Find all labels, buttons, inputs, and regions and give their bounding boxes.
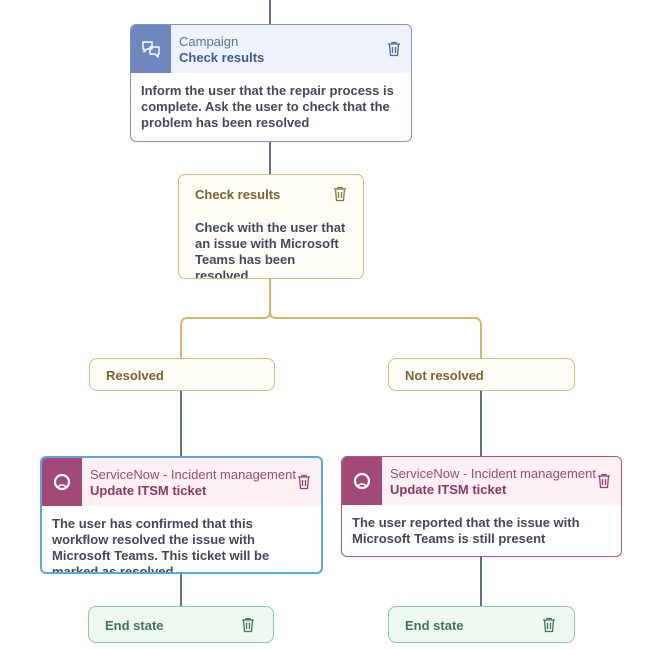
- campaign-title: Check results: [179, 50, 265, 65]
- campaign-type-label: Campaign: [179, 34, 239, 49]
- decision-description: Check with the user that an issue with M…: [195, 220, 346, 279]
- branch-resolved[interactable]: Resolved: [89, 358, 275, 391]
- end-state-label: End state: [405, 618, 464, 633]
- servicenow-node-resolved[interactable]: ServiceNow - Incident management Update …: [40, 456, 323, 574]
- delete-icon[interactable]: [387, 41, 401, 57]
- delete-icon[interactable]: [542, 617, 556, 633]
- servicenow-icon: [42, 458, 82, 506]
- end-state-resolved[interactable]: End state: [88, 606, 274, 643]
- connector-decision-branches: [180, 279, 482, 358]
- delete-icon[interactable]: [597, 473, 611, 489]
- campaign-description: Inform the user that the repair process …: [141, 83, 394, 130]
- servicenow-node-not-resolved[interactable]: ServiceNow - Incident management Update …: [341, 456, 622, 557]
- delete-icon[interactable]: [241, 617, 255, 633]
- campaign-node[interactable]: Campaign Check results Inform the user t…: [130, 24, 412, 142]
- servicenow-type-label: ServiceNow - Incident management: [390, 466, 596, 481]
- decision-node[interactable]: Check results Check with the user that a…: [178, 174, 364, 279]
- servicenow-description: The user reported that the issue with Mi…: [352, 515, 580, 546]
- decision-node-header: Check results: [179, 175, 363, 213]
- end-state-label: End state: [105, 618, 164, 633]
- branch-not-resolved[interactable]: Not resolved: [388, 358, 575, 391]
- end-state-not-resolved[interactable]: End state: [388, 606, 575, 643]
- servicenow-type-label: ServiceNow - Incident management: [90, 467, 296, 482]
- servicenow-description: The user has confirmed that this workflo…: [52, 516, 270, 574]
- servicenow-node-header: ServiceNow - Incident management Update …: [42, 458, 321, 506]
- chat-bubbles-icon: [131, 25, 171, 73]
- campaign-node-header: Campaign Check results: [131, 25, 411, 73]
- decision-title: Check results: [195, 186, 281, 202]
- servicenow-icon: [342, 457, 382, 505]
- servicenow-title: Update ITSM ticket: [90, 483, 207, 498]
- servicenow-title: Update ITSM ticket: [390, 482, 507, 497]
- servicenow-node-header: ServiceNow - Incident management Update …: [342, 457, 621, 505]
- delete-icon[interactable]: [297, 474, 311, 490]
- delete-icon[interactable]: [333, 186, 347, 202]
